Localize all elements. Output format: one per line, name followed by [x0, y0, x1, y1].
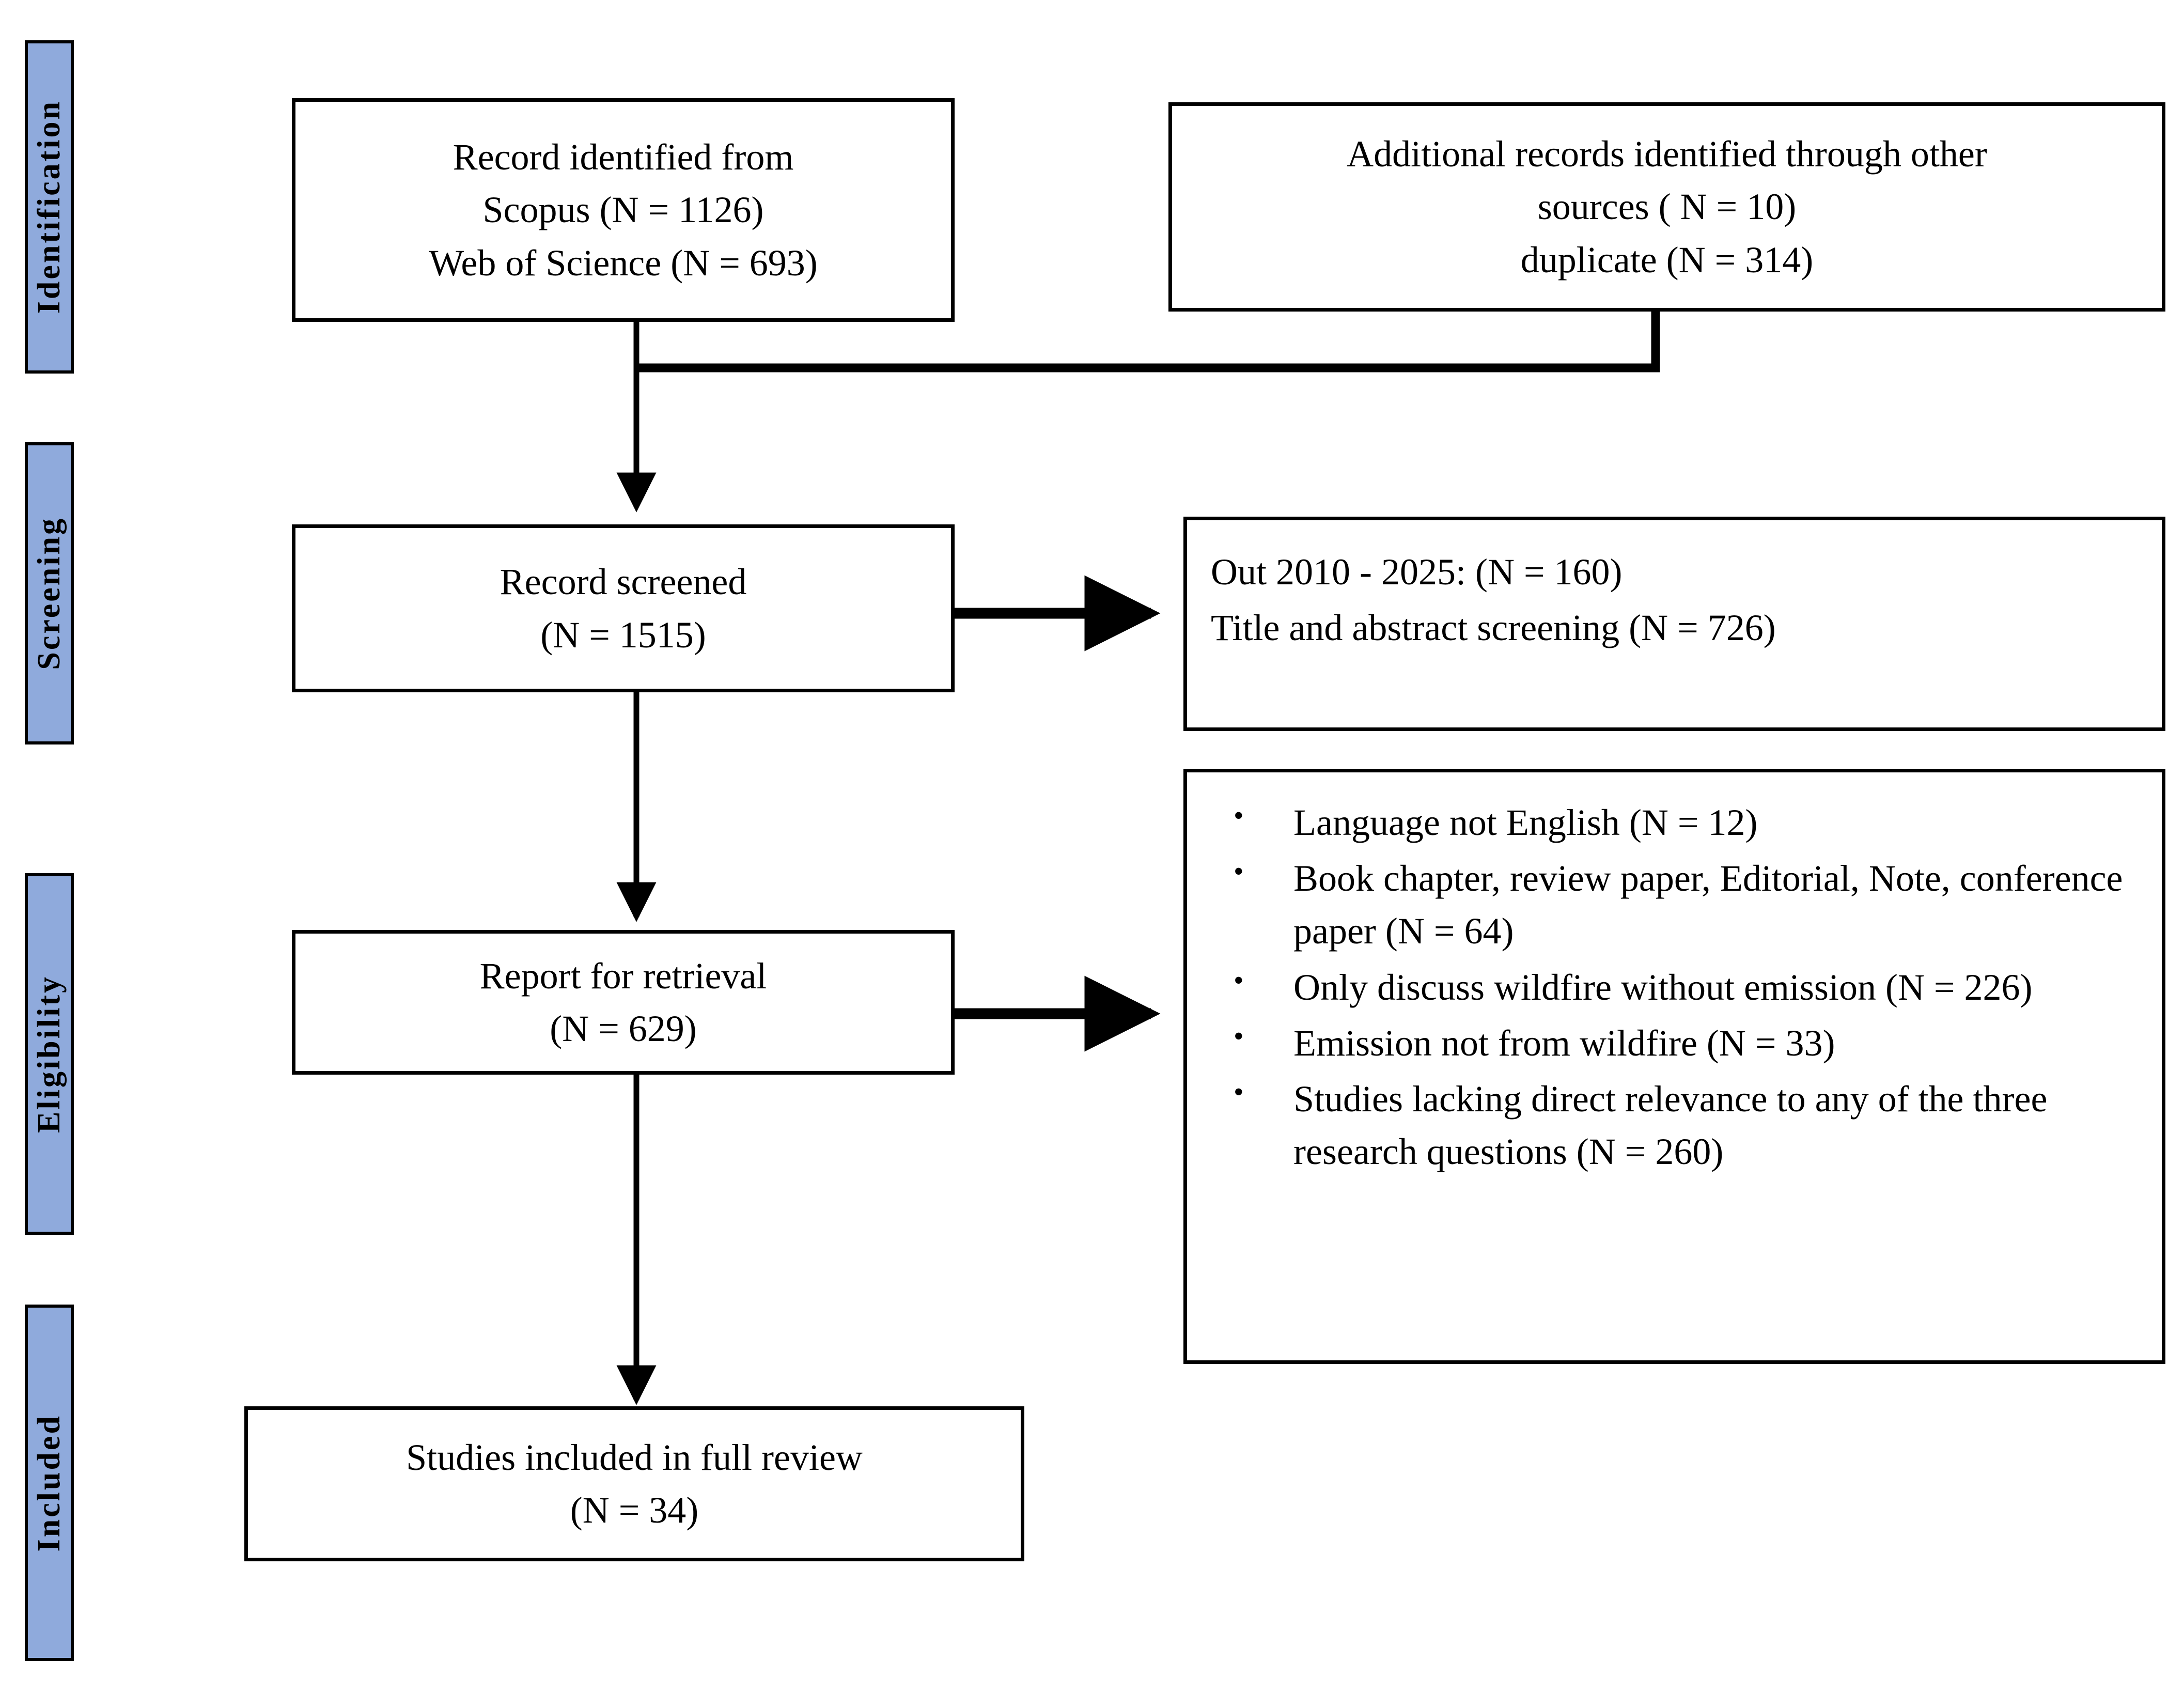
list-item: Only discuss wildfire without emission (…: [1211, 958, 2141, 1014]
box-eligibility-excluded: Language not English (N = 12) Book chapt…: [1183, 769, 2165, 1364]
box-identification-additional: Additional records identified through ot…: [1168, 102, 2165, 312]
identification-additional-line-1: Additional records identified through ot…: [1347, 133, 1987, 175]
phase-label-screening-text: Screening: [32, 517, 67, 670]
box-identification-primary: Record identified from Scopus (N = 1126)…: [292, 98, 955, 322]
list-item: Language not English (N = 12): [1211, 793, 2141, 849]
box-screening-excluded: Out 2010 - 2025: (N = 160) Title and abs…: [1183, 517, 2165, 731]
identification-primary-line-1: Record identified from: [453, 136, 794, 178]
phase-label-eligibility-text: Eligibility: [32, 975, 67, 1133]
report-for-retrieval-line-2: (N = 629): [550, 1008, 697, 1049]
studies-included-line-1: Studies included in full review: [406, 1436, 863, 1478]
identification-primary-line-2: Scopus (N = 1126): [482, 189, 764, 231]
identification-additional-line-3: duplicate (N = 314): [1520, 239, 1814, 281]
screening-excluded-line-1: Out 2010 - 2025: (N = 160): [1211, 551, 1623, 593]
list-item: Studies lacking direct relevance to any …: [1211, 1069, 2141, 1178]
phase-label-included-text: Included: [32, 1414, 67, 1552]
phase-label-identification-text: Identification: [32, 100, 67, 314]
eligibility-exclusion-list: Language not English (N = 12) Book chapt…: [1211, 793, 2141, 1182]
phase-label-identification: Identification: [25, 40, 74, 374]
phase-label-screening: Screening: [25, 442, 74, 744]
list-item: Emission not from wildfire (N = 33): [1211, 1014, 2141, 1069]
studies-included-line-2: (N = 34): [570, 1490, 699, 1531]
records-screened-line-1: Record screened: [500, 561, 747, 603]
report-for-retrieval-line-1: Report for retrieval: [479, 955, 767, 997]
list-item: Book chapter, review paper, Editorial, N…: [1211, 849, 2141, 957]
screening-excluded-line-2: Title and abstract screening (N = 726): [1211, 607, 1776, 648]
identification-additional-line-2: sources ( N = 10): [1537, 186, 1797, 228]
box-studies-included: Studies included in full review (N = 34): [244, 1406, 1024, 1561]
phase-label-eligibility: Eligibility: [25, 873, 74, 1235]
records-screened-line-2: (N = 1515): [540, 614, 706, 656]
box-records-screened: Record screened (N = 1515): [292, 524, 955, 692]
box-report-for-retrieval: Report for retrieval (N = 629): [292, 930, 955, 1075]
identification-primary-line-3: Web of Science (N = 693): [429, 242, 818, 284]
phase-label-included: Included: [25, 1305, 74, 1661]
